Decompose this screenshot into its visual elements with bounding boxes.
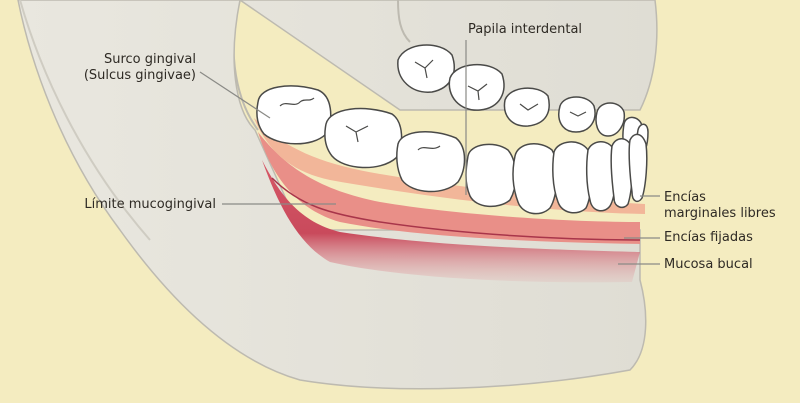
lower-incisor-4 [628, 133, 648, 203]
oral-mucosa [262, 160, 640, 283]
lower-premolar-1 [396, 131, 466, 193]
upper-canine [595, 102, 626, 137]
sulcus-label-line1: Surco gingival [103, 52, 196, 67]
lower-incisor-3 [610, 138, 634, 209]
maxilla-contour [397, 0, 411, 43]
free-margin-label-line1: Encías [664, 190, 706, 205]
sulcus-leader [199, 71, 271, 119]
lower-molar-1 [256, 85, 332, 145]
oral-mucosa-label: Mucosa bucal [664, 257, 753, 272]
upper-molar-2 [448, 63, 505, 111]
lower-premolar-2 [465, 143, 517, 208]
mandible-bone [17, 0, 647, 390]
upper-premolar-2 [558, 96, 596, 133]
papilla-label: Papila interdental [468, 22, 583, 37]
attached-gingiva [258, 132, 640, 244]
upper-premolar-1 [503, 87, 550, 127]
lower-canine [512, 143, 558, 215]
mucogingival-label: Límite mucogingival [84, 197, 216, 212]
lower-teeth-grooves [279, 97, 441, 151]
lower-molar-2 [324, 107, 403, 169]
sulcus-label: Surco gingival (Sulcus gingivae) [44, 52, 196, 84]
mucogingival-boundary [271, 177, 641, 241]
upper-teeth-grooves [414, 59, 587, 117]
mandible-ramus-contour [19, 0, 151, 241]
sulcus-label-line2: (Sulcus gingivae) [83, 68, 196, 83]
lower-incisor-1 [552, 141, 593, 214]
attached-gingiva-label: Encías fijadas [664, 230, 753, 245]
free-margin-label-line2: marginales libres [664, 206, 776, 221]
lower-teeth [256, 85, 648, 215]
leader-lines [199, 40, 660, 265]
free-margin-label: Encías marginales libres [664, 190, 776, 222]
lower-incisor-2 [585, 141, 617, 212]
